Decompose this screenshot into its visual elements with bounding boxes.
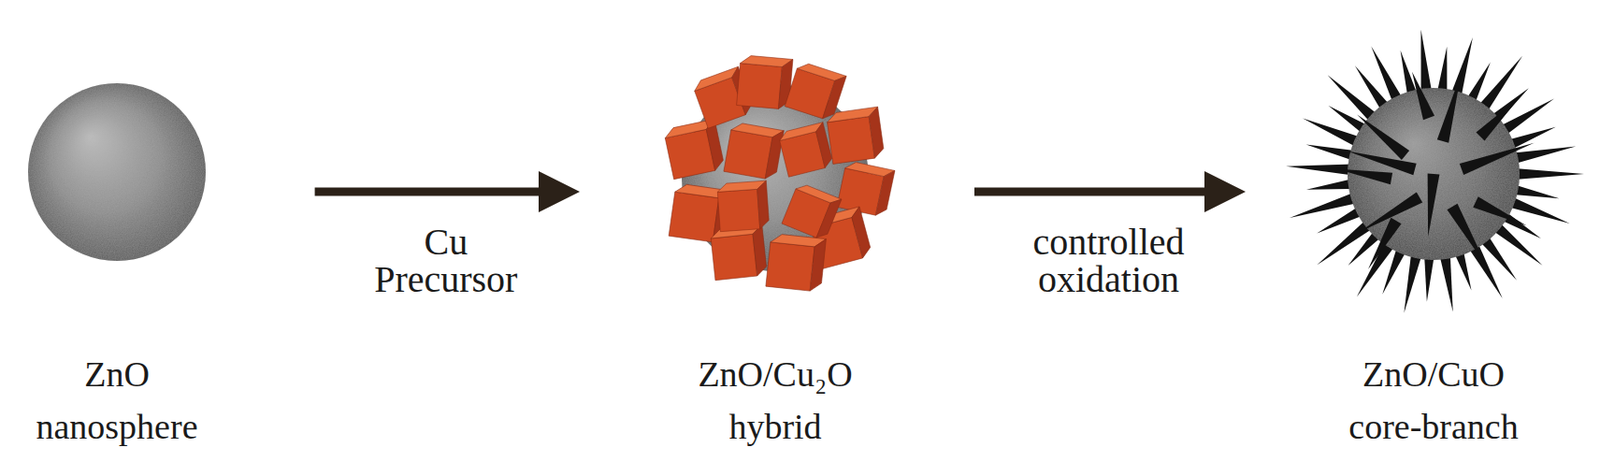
process-arrow	[315, 187, 549, 197]
cu2o-cube	[717, 180, 770, 232]
cuo-branch	[1406, 69, 1435, 120]
cuo-branches-front	[1335, 69, 1537, 273]
sample-label: ZnO/Cu₂O hybrid	[678, 347, 871, 453]
cu2o-cube	[736, 55, 793, 111]
cuo-branch	[1335, 162, 1393, 185]
step-label: Cu Precursor	[360, 223, 533, 299]
zno-nanosphere-picture	[28, 83, 206, 261]
illustration-node: ZnO/Cu₂O hybrid	[620, 9, 930, 457]
sample-label: ZnO/CuO core-branch	[1337, 347, 1529, 453]
illustration-node: ZnO/CuO core-branch	[1274, 9, 1593, 457]
cu2o-cube	[836, 159, 895, 217]
cu2o-cube	[709, 224, 767, 281]
sample-label: ZnO nanosphere	[20, 347, 213, 453]
step-label: controlled oxidation	[1023, 223, 1196, 299]
zno-sphere	[28, 83, 206, 261]
cuo-branch	[1437, 72, 1468, 144]
zno-cu2o-hybrid-picture	[663, 55, 895, 293]
cu2o-cube	[663, 118, 725, 179]
cuo-branch	[1459, 137, 1537, 175]
cuo-branch	[1472, 196, 1529, 231]
cuo-branch	[1353, 110, 1410, 160]
cu2o-cube	[781, 182, 842, 242]
cuo-branch	[1345, 144, 1417, 175]
cu2o-cube	[825, 106, 885, 164]
cuo-branch	[1446, 203, 1493, 271]
cuo-branch	[1475, 92, 1524, 141]
process-arrow	[974, 187, 1215, 197]
zno-cuo-core-branch-picture	[1285, 28, 1585, 315]
cu2o-cube	[723, 121, 784, 181]
cuo-branch	[1422, 172, 1441, 237]
cu2o-cube	[778, 122, 835, 178]
cuo-branch	[1362, 217, 1401, 273]
illustration-node: ZnO nanosphere	[14, 9, 218, 457]
cu2o-cube	[765, 232, 827, 292]
cuo-branches-back	[1285, 28, 1585, 315]
